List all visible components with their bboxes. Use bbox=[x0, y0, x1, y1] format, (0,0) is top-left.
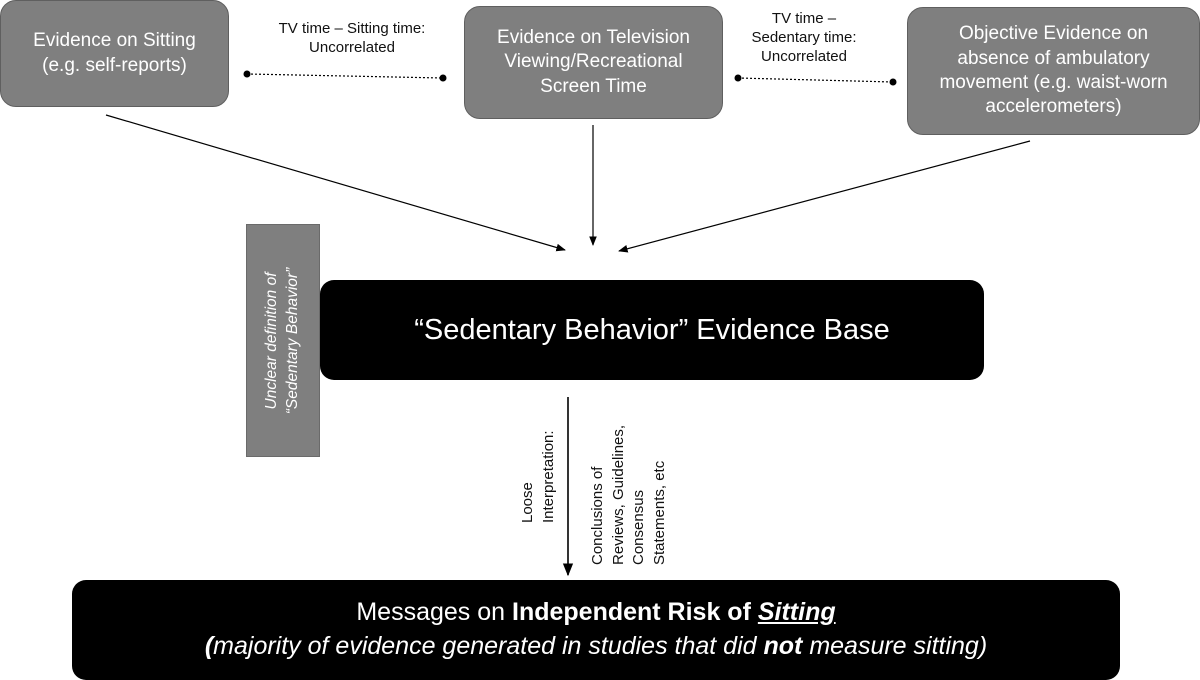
correlation-text-line: Uncorrelated bbox=[761, 47, 847, 65]
arrow-sitting-to-base bbox=[105, 114, 566, 252]
conclusions-line: Statements, etc bbox=[651, 460, 669, 565]
interpretation-line: Loose bbox=[519, 482, 536, 523]
messages-not: not bbox=[763, 632, 803, 660]
box-text-line: Evidence on Television bbox=[497, 27, 690, 49]
correlation-label-right: TV time – Sedentary time: Uncorrelated bbox=[734, 10, 874, 66]
correlation-text-line: TV time – Sitting time: bbox=[278, 20, 426, 37]
messages-independent-risk: Independent Risk of bbox=[512, 598, 758, 627]
unclear-definition-label: Unclear definition of “Sedentary Behavio… bbox=[246, 224, 320, 457]
box-text-line: Evidence on Sitting bbox=[33, 30, 196, 52]
box-text-line: accelerometers) bbox=[985, 96, 1122, 118]
correlation-line-right bbox=[737, 77, 894, 83]
box-text-line: Objective Evidence on bbox=[958, 23, 1149, 45]
box-text-line: absence of ambulatory bbox=[957, 47, 1150, 69]
box-text-line: Screen Time bbox=[540, 75, 647, 97]
correlation-text-line: Sedentary time: bbox=[751, 28, 857, 46]
side-label-line: Unclear definition of bbox=[263, 272, 281, 409]
messages-sitting: Sitting bbox=[757, 598, 836, 627]
correlation-dot bbox=[243, 70, 251, 78]
messages-end: measure sitting) bbox=[802, 632, 988, 660]
box-evidence-on-tv-viewing: Evidence on Television Viewing/Recreatio… bbox=[464, 6, 723, 119]
correlation-dot bbox=[734, 74, 742, 82]
loose-interpretation-label: Loose Interpretation: bbox=[518, 430, 559, 523]
box-objective-evidence: Objective Evidence on absence of ambulat… bbox=[907, 7, 1200, 135]
interpretation-line: Interpretation: bbox=[539, 430, 557, 523]
evidence-base-box: “Sedentary Behavior” Evidence Base bbox=[320, 280, 984, 380]
evidence-base-title: “Sedentary Behavior” Evidence Base bbox=[414, 313, 890, 346]
correlation-dot bbox=[889, 78, 897, 86]
conclusions-label: Conclusions of Reviews, Guidelines, Cons… bbox=[588, 425, 671, 565]
conclusions-line: Consensus bbox=[630, 489, 648, 565]
box-evidence-on-sitting: Evidence on Sitting (e.g. self-reports) bbox=[0, 0, 229, 107]
correlation-dot bbox=[439, 74, 447, 82]
messages-line-2: (majority of evidence generated in studi… bbox=[205, 630, 987, 664]
box-text-line: (e.g. self-reports) bbox=[42, 54, 187, 76]
box-text-line: movement (e.g. waist-worn bbox=[939, 72, 1168, 93]
correlation-text-line: TV time – bbox=[771, 10, 837, 27]
correlation-label-left: TV time – Sitting time: Uncorrelated bbox=[262, 20, 442, 58]
correlation-line-left bbox=[246, 73, 444, 79]
side-label-line: “Sedentary Behavior” bbox=[284, 267, 301, 414]
arrow-objective-to-base bbox=[618, 140, 1031, 253]
correlation-text-line: Uncorrelated bbox=[309, 38, 395, 56]
messages-open-paren: ( bbox=[204, 632, 214, 660]
messages-majority: majority of evidence generated in studie… bbox=[213, 632, 764, 660]
messages-prefix: Messages on bbox=[356, 598, 512, 627]
messages-box: Messages on Independent Risk of Sitting … bbox=[72, 580, 1120, 680]
box-text-line: Viewing/Recreational bbox=[504, 51, 683, 73]
conclusions-line: Reviews, Guidelines, bbox=[609, 424, 627, 565]
messages-line-1: Messages on Independent Risk of Sitting bbox=[356, 596, 835, 630]
conclusions-line: Conclusions of bbox=[589, 466, 606, 565]
